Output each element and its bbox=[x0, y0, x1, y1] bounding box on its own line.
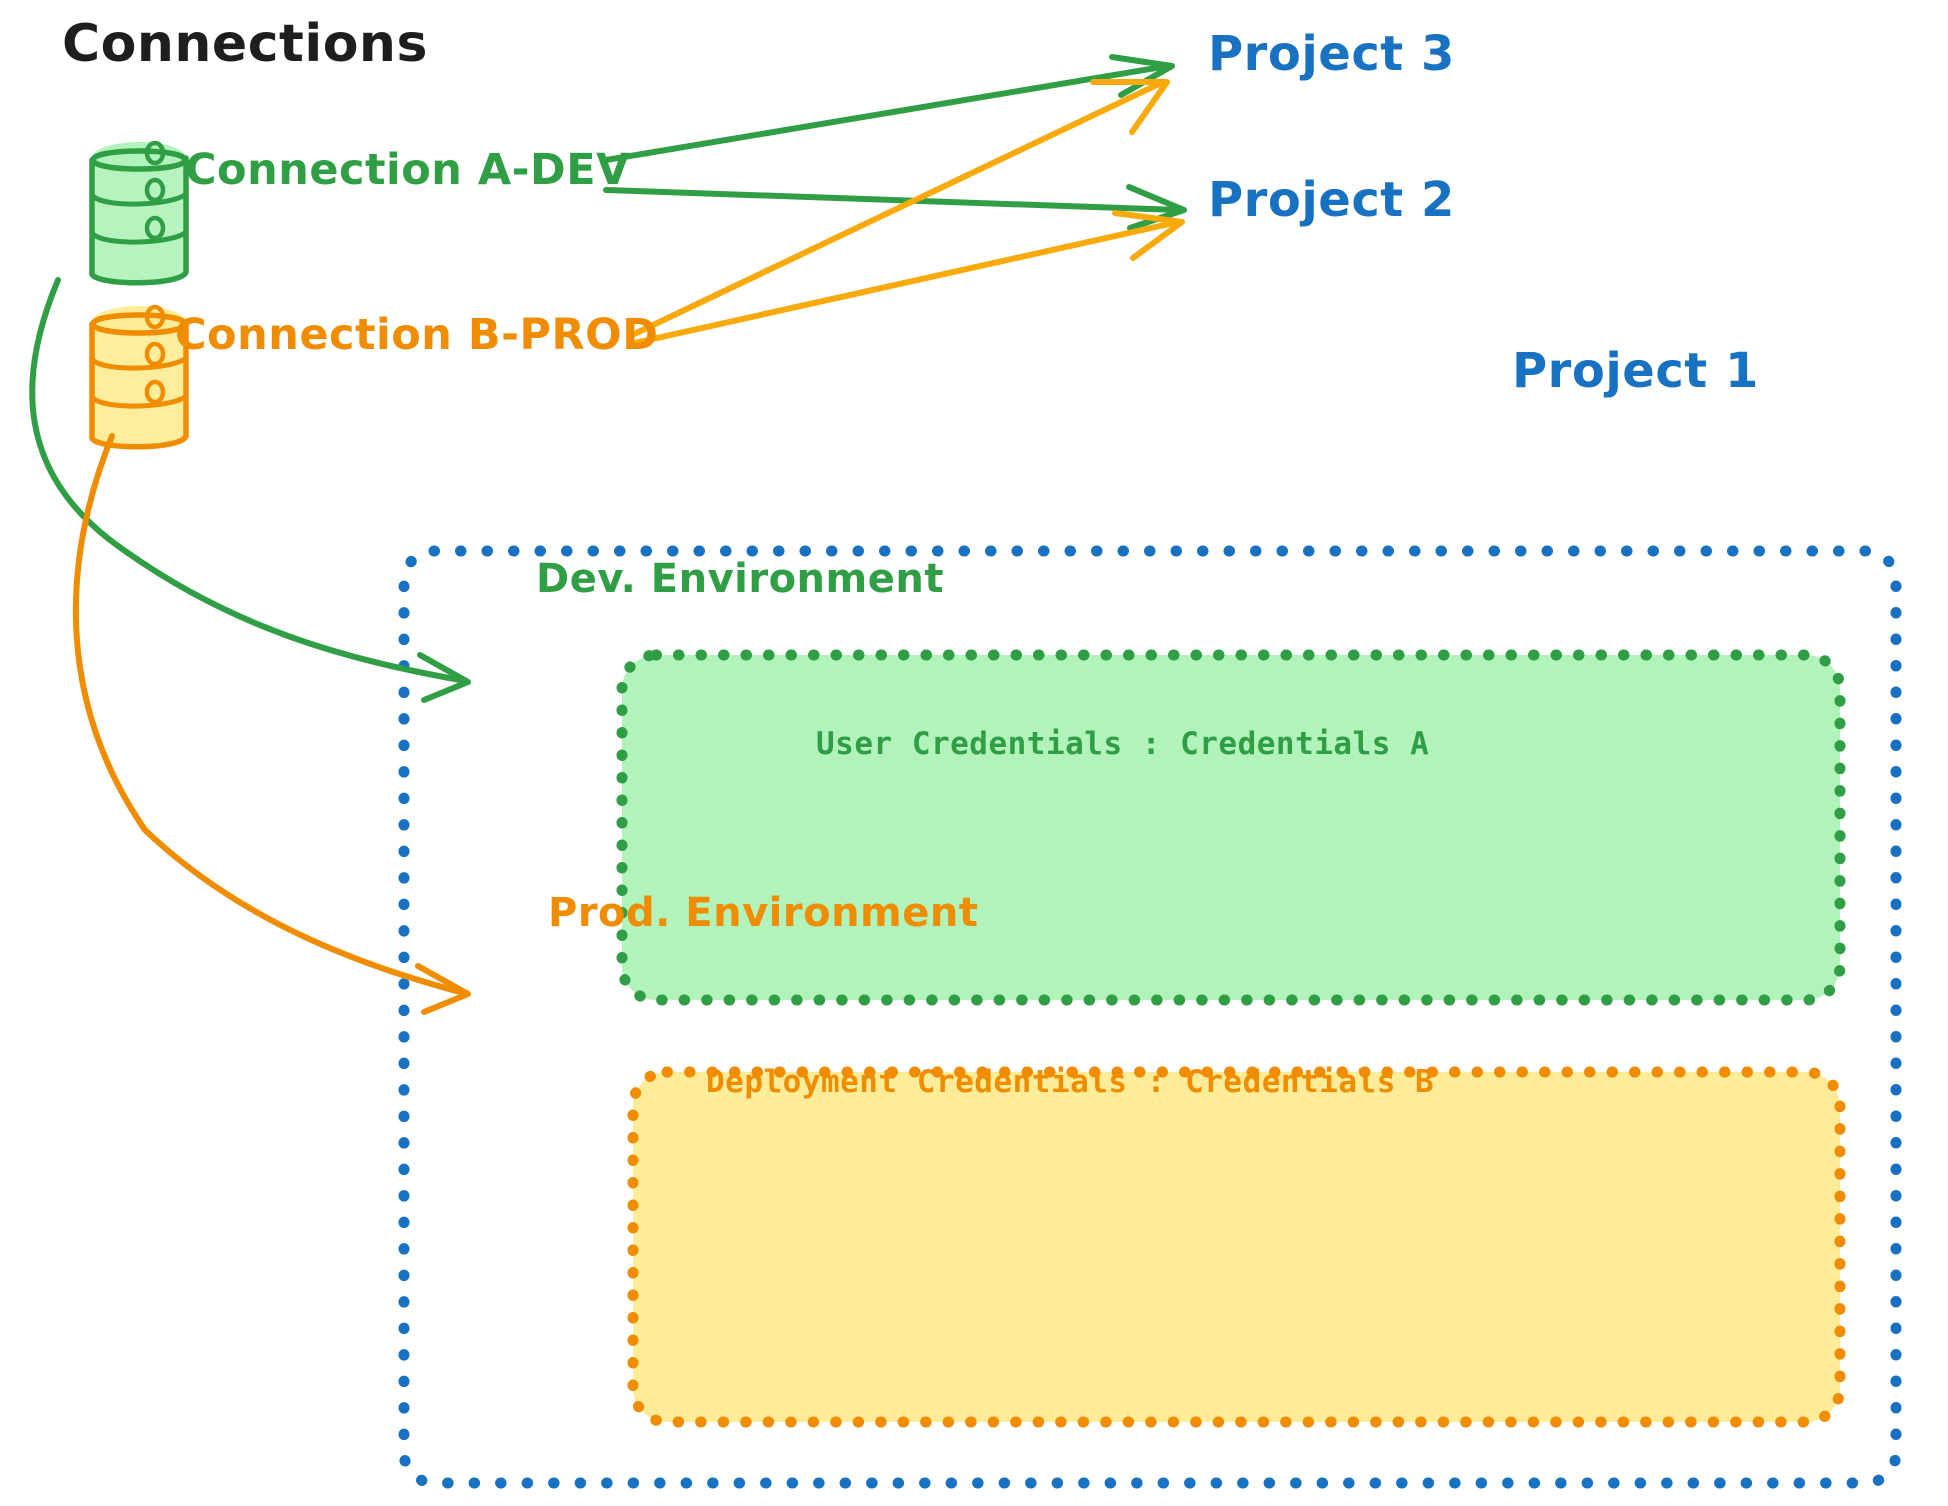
project-2-label[interactable]: Project 2 bbox=[1208, 172, 1455, 228]
project-1-label[interactable]: Project 1 bbox=[1512, 343, 1759, 399]
edge-conn-a-to-dev-environment bbox=[29, 277, 471, 703]
dev-environment-dotted-border bbox=[616, 649, 1846, 1006]
edge-conn-b-to-project-3 bbox=[627, 79, 1170, 339]
dev-environment-fill bbox=[622, 655, 1840, 1000]
edge-conn-b-to-project-2 bbox=[627, 210, 1185, 347]
prod-environment-dotted-border bbox=[627, 1066, 1846, 1428]
dev-environment-credentials: User Credentials : Credentials A bbox=[816, 726, 1430, 762]
database-icon-connection-a-dev[interactable] bbox=[89, 140, 189, 286]
edge-conn-a-to-project-3 bbox=[603, 54, 1175, 163]
prod-environment-box[interactable] bbox=[627, 1066, 1846, 1428]
connection-b-prod-label[interactable]: Connection B-PROD bbox=[175, 310, 659, 360]
edge-conn-a-to-project-2 bbox=[603, 184, 1187, 231]
project-1-dotted-border bbox=[398, 545, 1902, 1489]
edge-conn-b-to-prod-environment bbox=[72, 433, 471, 1015]
page-title: Connections bbox=[62, 14, 428, 74]
project-3-label[interactable]: Project 3 bbox=[1208, 26, 1455, 82]
prod-environment-credentials: Deployment Credentials : Credentials B bbox=[706, 1064, 1435, 1100]
dev-environment-title: Dev. Environment bbox=[536, 556, 944, 602]
dev-environment-box[interactable] bbox=[616, 649, 1846, 1006]
database-icon-connection-b-prod[interactable] bbox=[89, 304, 189, 450]
connection-a-dev-label[interactable]: Connection A-DEV bbox=[185, 145, 630, 195]
prod-environment-title: Prod. Environment bbox=[548, 890, 979, 936]
project-1-container bbox=[398, 545, 1902, 1489]
prod-environment-fill bbox=[633, 1072, 1840, 1422]
